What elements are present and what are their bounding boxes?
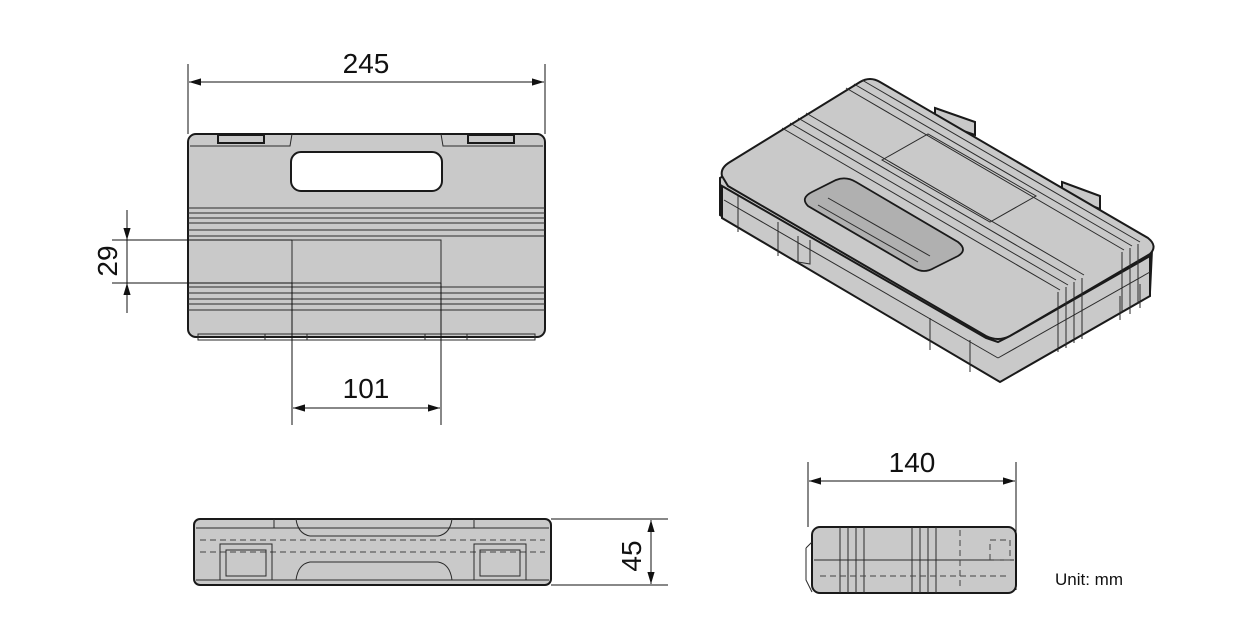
- unit-note: Unit: mm: [1055, 570, 1123, 589]
- dimension-length: 245: [187, 48, 546, 134]
- dimension-depth-label: 45: [616, 540, 647, 571]
- dimension-label-height-label: 29: [92, 245, 123, 276]
- isometric-view: [719, 78, 1155, 384]
- dimension-width-label: 140: [889, 447, 936, 478]
- dimension-label-height: 29: [92, 210, 292, 313]
- dimension-width: 140: [807, 447, 1017, 590]
- end-view-width: [805, 526, 1017, 594]
- dimension-depth: 45: [551, 518, 668, 586]
- dimension-length-label: 245: [343, 48, 390, 79]
- dimension-label-width-label: 101: [343, 373, 390, 404]
- side-view-length: [193, 518, 552, 586]
- front-view: [187, 133, 546, 341]
- dimension-label-width: 101: [291, 283, 442, 425]
